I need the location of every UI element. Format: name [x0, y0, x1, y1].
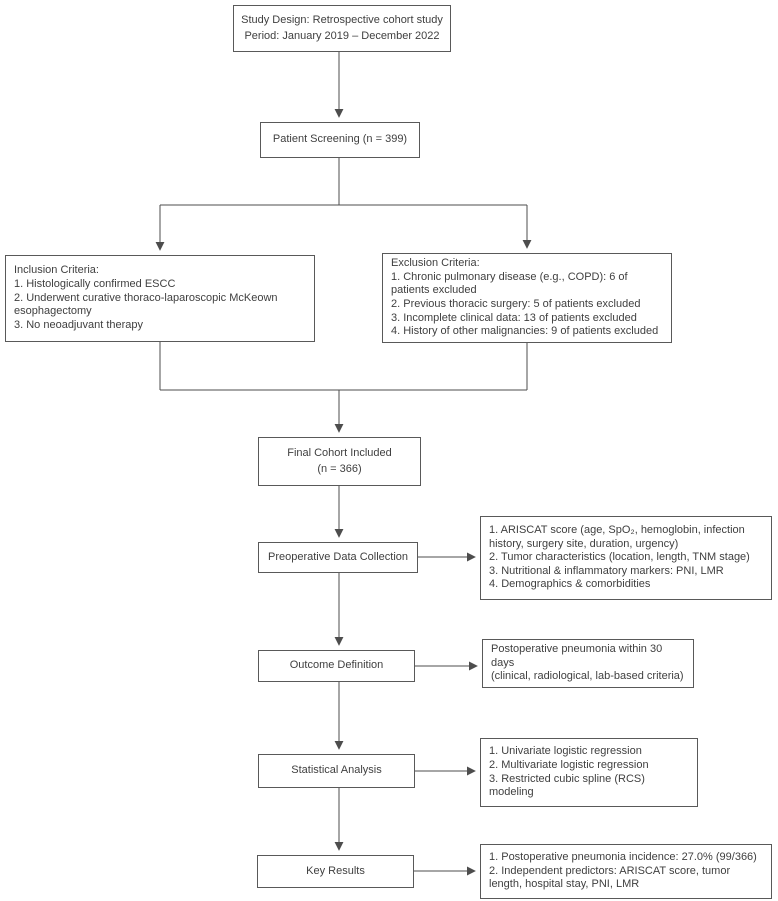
exclusion-criteria-box: Exclusion Criteria: 1. Chronic pulmonary… [382, 253, 672, 343]
patient-screening-text: Patient Screening (n = 399) [272, 133, 408, 146]
outcome-detail-box: Postoperative pneumonia within 30 days (… [482, 639, 694, 688]
statistical-analysis-box: Statistical Analysis [258, 754, 415, 788]
patient-screening-box: Patient Screening (n = 399) [260, 122, 420, 158]
preoperative-detail-text: 1. ARISCAT score (age, SpO₂, hemoglobin,… [489, 523, 750, 591]
key-results-detail-box: 1. Postoperative pneumonia incidence: 27… [480, 844, 772, 899]
exclusion-criteria-text: Exclusion Criteria: 1. Chronic pulmonary… [391, 257, 659, 338]
final-cohort-text: Final Cohort Included (n = 366) [287, 446, 392, 475]
outcome-definition-text: Outcome Definition [289, 659, 384, 672]
final-cohort-box: Final Cohort Included (n = 366) [258, 437, 421, 486]
inclusion-criteria-text: Inclusion Criteria: 1. Histologically co… [14, 264, 278, 331]
statistical-analysis-text: Statistical Analysis [291, 764, 382, 777]
preoperative-data-box: Preoperative Data Collection [258, 542, 418, 573]
study-design-text: Study Design: Retrospective cohort study… [241, 13, 443, 42]
preoperative-data-text: Preoperative Data Collection [267, 550, 409, 563]
preoperative-detail-box: 1. ARISCAT score (age, SpO₂, hemoglobin,… [480, 516, 772, 600]
outcome-definition-box: Outcome Definition [258, 650, 415, 682]
inclusion-criteria-box: Inclusion Criteria: 1. Histologically co… [5, 255, 315, 342]
statistical-detail-box: 1. Univariate logistic regression 2. Mul… [480, 738, 698, 807]
statistical-detail-text: 1. Univariate logistic regression 2. Mul… [489, 745, 649, 799]
key-results-box: Key Results [257, 855, 414, 888]
study-design-box: Study Design: Retrospective cohort study… [233, 5, 451, 52]
key-results-detail-text: 1. Postoperative pneumonia incidence: 27… [489, 851, 757, 891]
outcome-detail-text: Postoperative pneumonia within 30 days (… [491, 643, 684, 683]
key-results-text: Key Results [306, 864, 365, 877]
